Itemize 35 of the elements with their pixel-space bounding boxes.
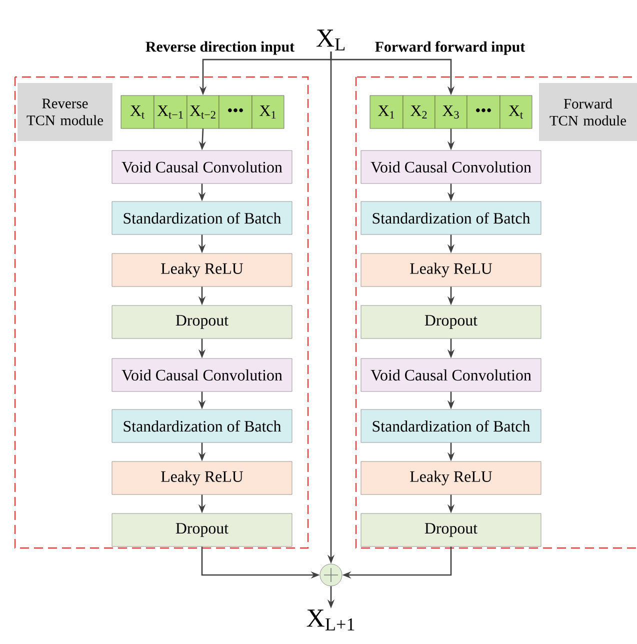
layer-box: Void Causal Convolution	[360, 358, 542, 392]
layer-box: Dropout	[112, 305, 292, 339]
sequence-cell: X$_{2}$	[402, 95, 436, 129]
sequence-cell: •••	[218, 95, 252, 129]
layer-box: Standardization of Batch	[360, 409, 542, 443]
layer-box: Standardization of Batch	[360, 201, 542, 235]
sequence-cell: X$_{1}$	[252, 95, 284, 129]
sequence-cell: X$_{t−1}$	[154, 95, 188, 129]
variable-label: X$_{L}$	[316, 30, 345, 50]
sequence-cell: •••	[466, 95, 500, 129]
sequence-cell: X$_{t−2}$	[186, 95, 220, 129]
layer-box: Standardization of Batch	[112, 409, 292, 443]
layer-box: Leaky ReLU	[112, 461, 292, 495]
layer-box: Dropout	[112, 513, 292, 547]
sequence-cell: X$_{t}$	[500, 95, 532, 129]
layer-box: Leaky ReLU	[360, 253, 542, 287]
variable-label: X$_{L+1}$	[306, 610, 354, 630]
layer-box: Void Causal Convolution	[112, 150, 292, 184]
sum-circle	[320, 564, 342, 586]
module-label: Reverse TCN module	[18, 83, 112, 141]
layer-box: Leaky ReLU	[112, 253, 292, 287]
layer-box: Leaky ReLU	[360, 461, 542, 495]
layer-box: Void Causal Convolution	[112, 358, 292, 392]
layer-box: Void Causal Convolution	[360, 150, 542, 184]
module-label: Forward TCN module	[539, 83, 637, 141]
input-label: Forward forward input	[375, 41, 526, 55]
input-label: Reverse direction input	[146, 41, 294, 55]
sequence-cell: X$_{1}$	[370, 95, 404, 129]
sequence-cell: X$_{t}$	[120, 95, 154, 129]
layer-box: Standardization of Batch	[112, 201, 292, 235]
dashed-module-frame	[14, 76, 309, 549]
dashed-module-frame	[355, 76, 637, 549]
layer-box: Dropout	[360, 513, 542, 547]
layer-box: Dropout	[360, 305, 542, 339]
sequence-cell: X$_{3}$	[434, 95, 468, 129]
